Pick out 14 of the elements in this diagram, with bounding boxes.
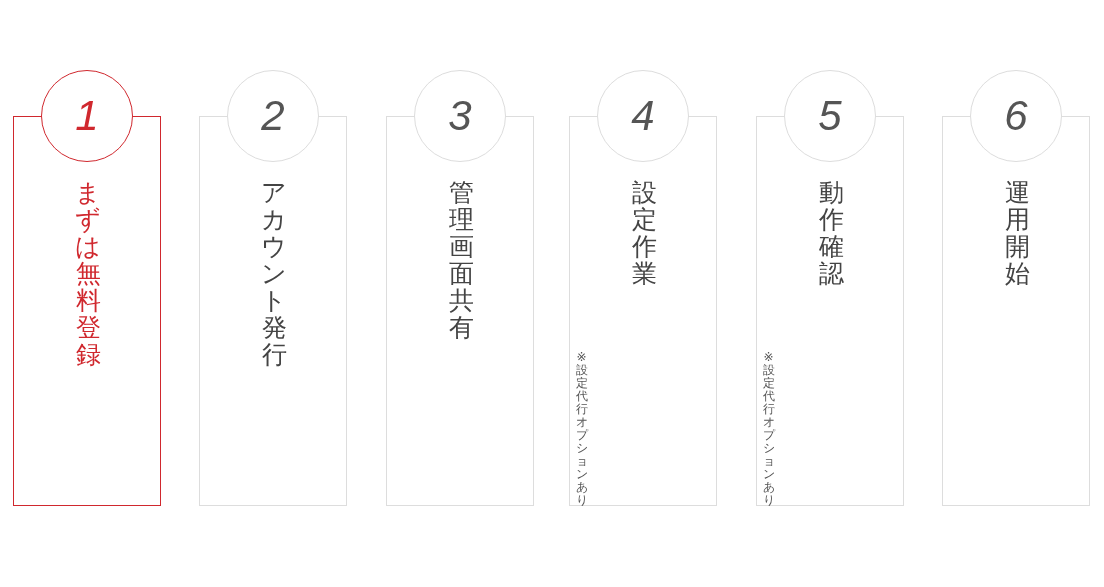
step-number: 3 [414,70,506,162]
step-number: 5 [784,70,876,162]
step-number: 1 [41,70,133,162]
step-number: 2 [227,70,319,162]
step-title: まずは無料登録 [75,179,101,368]
step-title: 管理画面共有 [448,179,474,341]
step-title: 設定作業 [631,179,657,287]
step-title: アカウント発行 [261,179,287,368]
step-note: ※設定代行オプションあり [762,351,775,507]
step-title: 動作確認 [818,179,844,287]
step-title: 運用開始 [1004,179,1030,287]
step-number: 4 [597,70,689,162]
step-note: ※設定代行オプションあり [575,351,588,507]
step-number: 6 [970,70,1062,162]
